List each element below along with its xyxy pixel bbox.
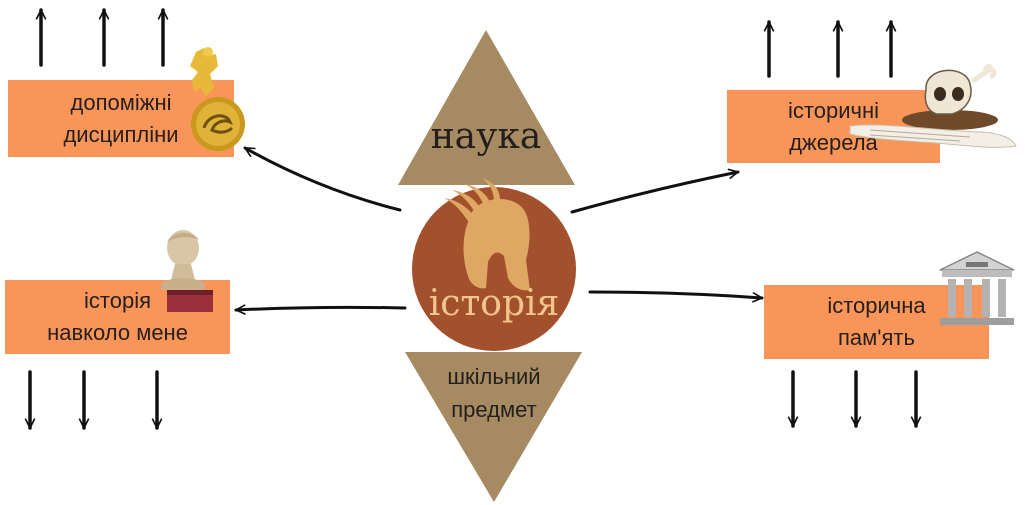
museum-building-icon xyxy=(939,251,1015,325)
center-circle xyxy=(412,187,576,351)
arrow-to-istoriya-navkolo-mene xyxy=(234,304,407,315)
box-dopomizhni-dystsypliny: допоміжні дисципліни xyxy=(8,80,234,157)
arrow-to-dopomizhni-dystsypliny xyxy=(243,146,402,212)
arrow-to-istorychna-pamyat xyxy=(588,290,764,303)
shkilnyi-text: шкільний xyxy=(447,364,541,389)
spartan-helmet-icon xyxy=(444,178,530,291)
triangle-shkilnyi-predmet xyxy=(405,352,582,502)
center-label: історія xyxy=(412,283,576,324)
skull-and-scroll-icon xyxy=(849,63,1017,148)
box-line: історія xyxy=(84,288,151,314)
box-line: історичні xyxy=(788,97,879,123)
box-line: пам'ять xyxy=(838,325,915,350)
triangle-nauka xyxy=(398,30,575,185)
triangle-top-label: наука xyxy=(400,116,572,157)
box-line: допоміжні xyxy=(70,89,172,115)
predmet-text: предмет xyxy=(451,397,537,422)
box-line: історична xyxy=(827,293,926,319)
arrow-to-istorychni-dzherela xyxy=(570,168,740,214)
nauka-text: наука xyxy=(430,116,542,157)
istoriya-text: історія xyxy=(428,283,560,324)
bust-statue-icon xyxy=(161,230,213,312)
triangle-bottom-label: шкільний предмет xyxy=(400,360,588,426)
box-line: дисципліни xyxy=(63,121,179,147)
gold-figurine-and-coin-icon xyxy=(190,47,245,151)
box-line: навколо мене xyxy=(47,320,188,345)
